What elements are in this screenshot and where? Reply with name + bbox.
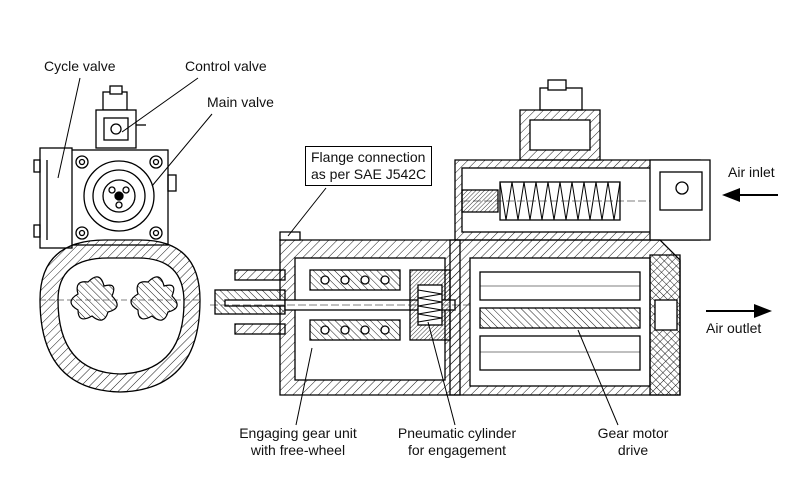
label-pneumatic-cylinder: Pneumatic cylinder for engagement — [387, 425, 527, 459]
label-gear-motor-drive: Gear motor drive — [578, 425, 688, 459]
leader-pneumatic — [427, 321, 456, 426]
label-air-outlet: Air outlet — [706, 320, 761, 337]
label-pneumatic-line1: Pneumatic cylinder — [397, 425, 517, 441]
label-main-valve: Main valve — [207, 94, 274, 111]
label-flange-line1: Flange connection — [311, 149, 426, 165]
leader-control-valve — [121, 77, 199, 133]
label-flange-connection: Flange connection as per SAE J542C — [305, 146, 433, 186]
leader-main-valve — [151, 113, 213, 187]
leader-gear-motor — [577, 329, 619, 426]
air-inlet-arrow — [722, 188, 778, 202]
air-outlet-arrow — [706, 304, 772, 318]
label-main-valve-text: Main valve — [207, 94, 274, 110]
label-gear-line1: Gear motor — [597, 425, 669, 441]
leader-cycle-valve — [57, 77, 81, 179]
section-view-drawing — [210, 79, 711, 396]
label-control-valve-text: Control valve — [185, 58, 267, 74]
label-air-inlet: Air inlet — [728, 164, 775, 181]
label-cycle-valve: Cycle valve — [44, 58, 116, 75]
label-engaging-gear-unit: Engaging gear unit with free-wheel — [228, 425, 368, 459]
label-pneumatic-line2: for engagement — [407, 442, 507, 458]
label-engaging-line2: with free-wheel — [250, 442, 346, 458]
label-engaging-line1: Engaging gear unit — [239, 425, 357, 441]
end-view-drawing — [33, 85, 201, 393]
label-air-inlet-text: Air inlet — [728, 164, 775, 180]
leader-engaging — [295, 347, 313, 426]
label-control-valve: Control valve — [185, 58, 267, 75]
leader-lines — [57, 77, 619, 426]
label-gear-line2: drive — [617, 442, 649, 458]
label-flange-line2: as per SAE J542C — [311, 166, 427, 182]
label-cycle-valve-text: Cycle valve — [44, 58, 116, 74]
leader-flange — [287, 187, 327, 237]
label-air-outlet-text: Air outlet — [706, 320, 762, 336]
